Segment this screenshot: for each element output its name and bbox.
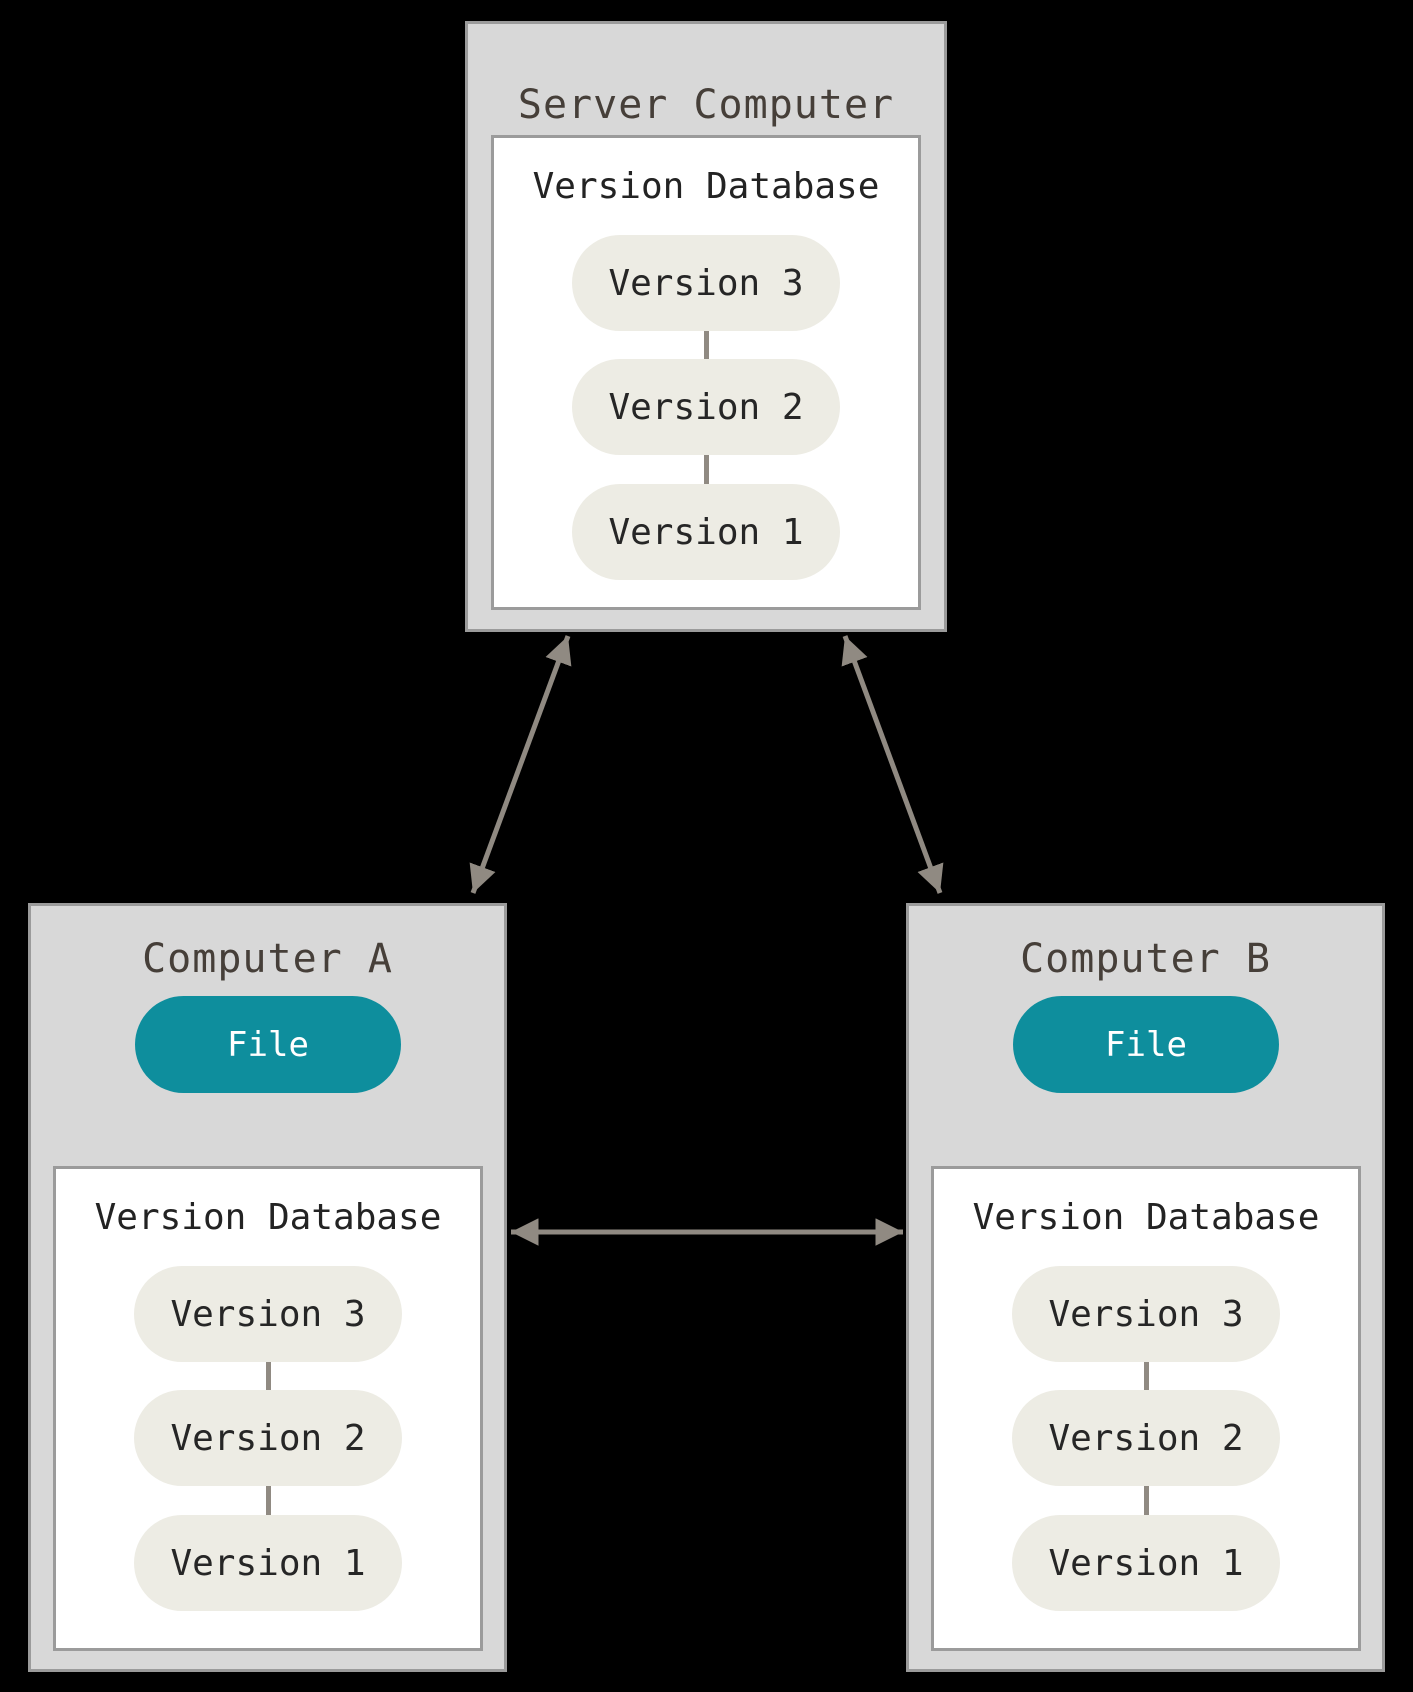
server-computer-box: Server Computer Version Database Version… [465, 21, 947, 632]
computer-a-version-database-box: Version Database Version 3 Version 2 Ver… [53, 1166, 483, 1651]
computer-b-version-connector-bottom [1143, 1486, 1149, 1515]
computer-a-file-pill: File [135, 996, 401, 1093]
computer-b-title: Computer B [1020, 936, 1271, 982]
computer-b-version-1-pill: Version 1 [1012, 1515, 1280, 1611]
server-version-connector-bottom [703, 455, 709, 484]
server-version-3-pill: Version 3 [572, 235, 840, 331]
server-to-computer-a-arrow [469, 635, 572, 894]
server-version-1-pill: Version 1 [572, 484, 840, 580]
computer-b-version-database-label: Version Database [972, 1197, 1320, 1238]
computer-a-version-2-pill: Version 2 [134, 1390, 402, 1486]
computer-a-version-1-pill: Version 1 [134, 1515, 402, 1611]
computer-b-version-connector-top [1143, 1362, 1149, 1390]
computer-b-version-3-pill: Version 3 [1012, 1266, 1280, 1362]
computer-a-title: Computer A [142, 936, 393, 982]
server-to-computer-b-arrow [841, 635, 944, 894]
computer-b-file-pill: File [1013, 996, 1279, 1093]
computer-b-box: Computer B File Version Database Version… [906, 903, 1385, 1672]
server-version-connector-top [703, 331, 709, 359]
server-version-database-box: Version Database Version 3 Version 2 Ver… [491, 135, 921, 610]
computer-a-version-connector-top [265, 1362, 271, 1390]
server-version-database-label: Version Database [532, 166, 880, 207]
computer-b-version-2-pill: Version 2 [1012, 1390, 1280, 1486]
computer-a-box: Computer A File Version Database Version… [28, 903, 507, 1672]
server-computer-title: Server Computer [517, 82, 895, 128]
computer-a-version-database-label: Version Database [94, 1197, 442, 1238]
computer-a-version-connector-bottom [265, 1486, 271, 1515]
computer-b-version-database-box: Version Database Version 3 Version 2 Ver… [931, 1166, 1361, 1651]
computer-a-version-3-pill: Version 3 [134, 1266, 402, 1362]
server-version-2-pill: Version 2 [572, 359, 840, 455]
